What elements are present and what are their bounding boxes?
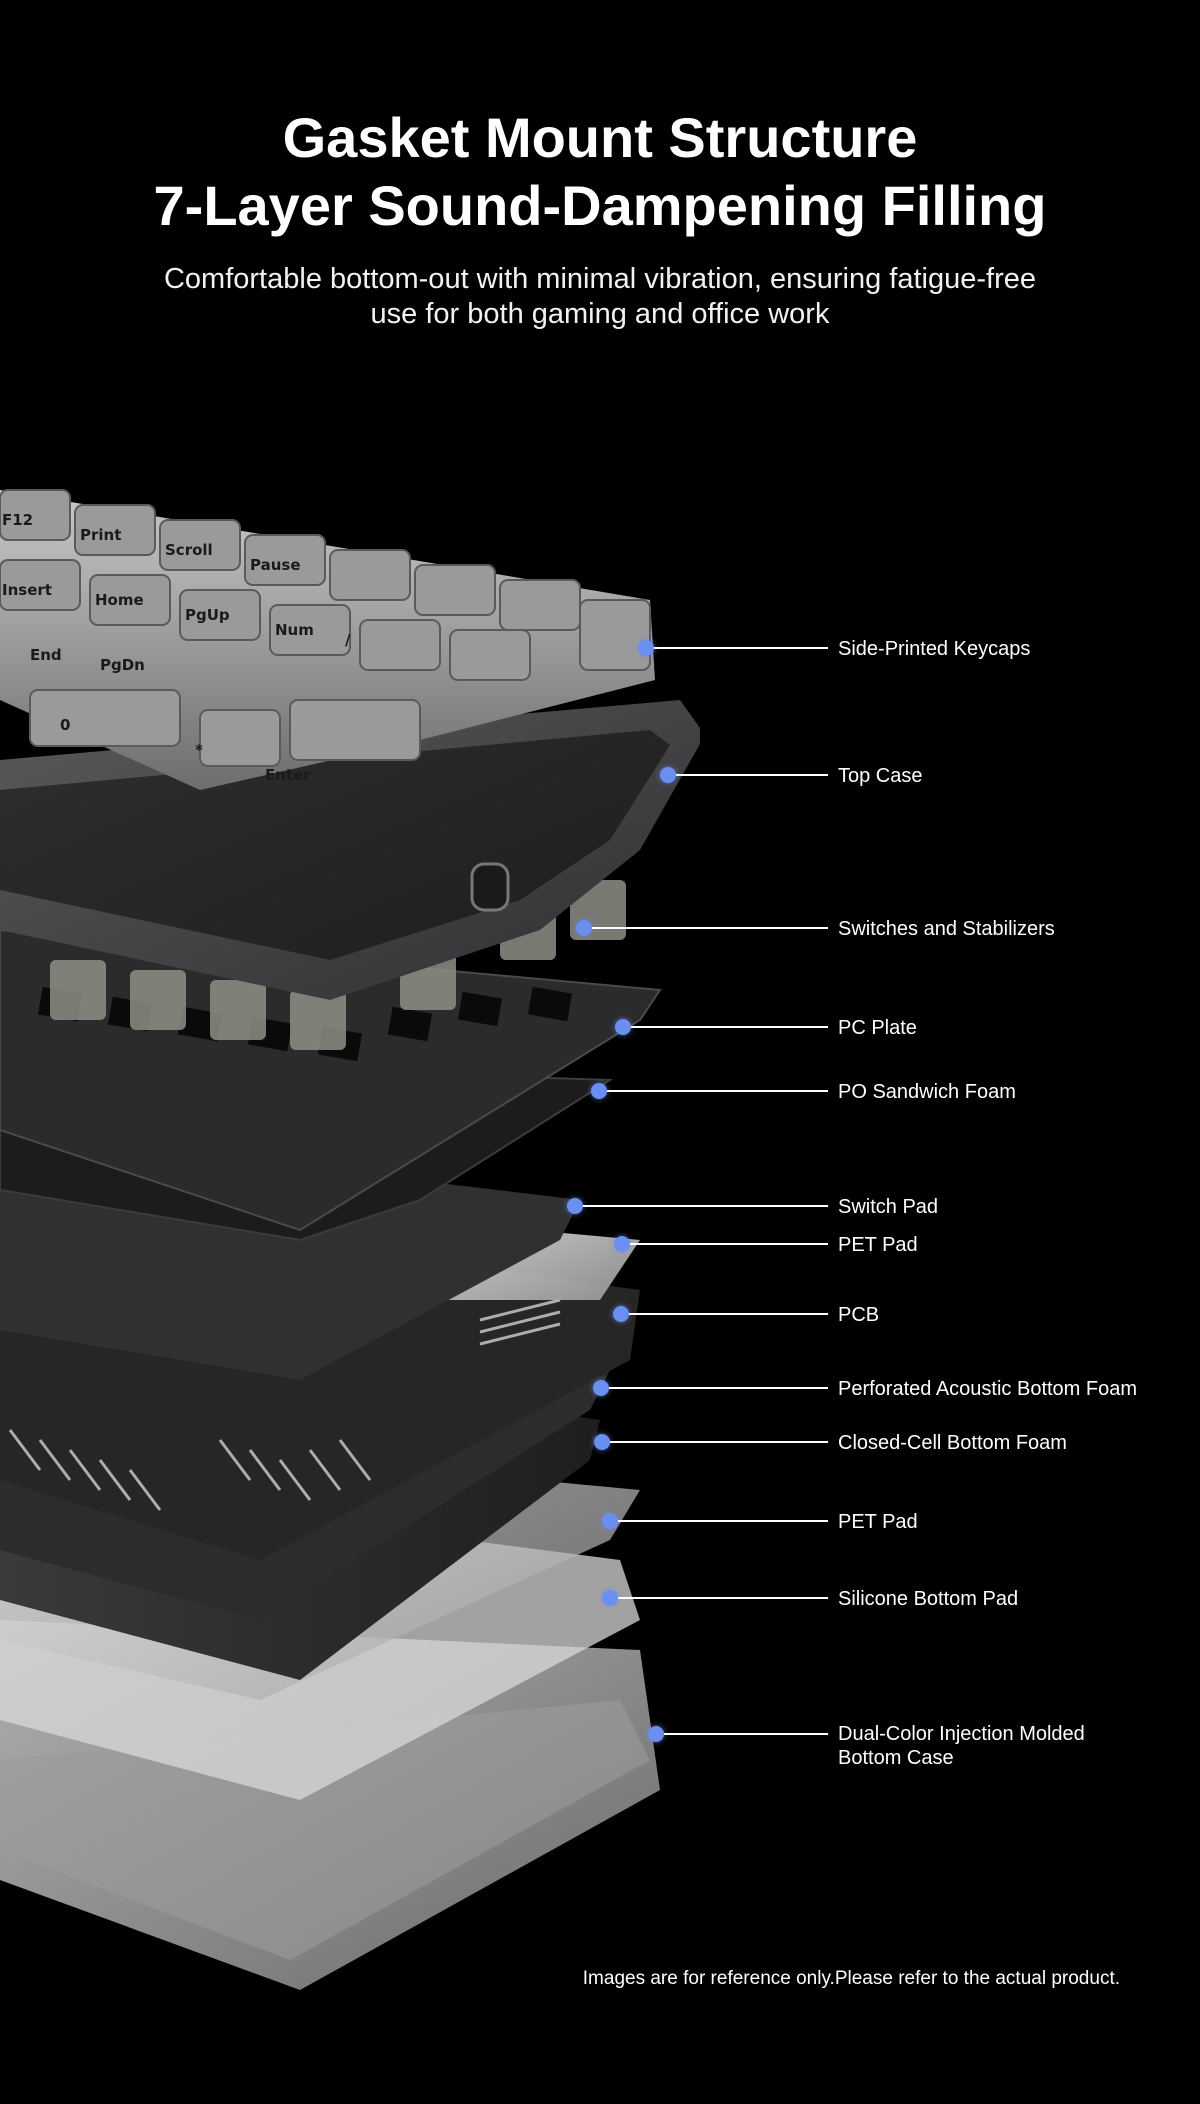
callout-line [654,647,828,649]
callout-label-line-2: Bottom Case [838,1747,954,1769]
callout-dot [593,1380,609,1396]
keycap-legend: End [30,646,62,664]
callout-line [583,1205,828,1207]
keycap-legend: Num [275,621,314,639]
keycap-legend: Home [95,591,144,609]
callout-dot [638,640,654,656]
callout-label: PET Pad [838,1511,918,1533]
callout-line [607,1090,828,1092]
callout-label: Closed-Cell Bottom Foam [838,1432,1067,1454]
callout-dot [602,1590,618,1606]
callout-label: PET Pad [838,1234,918,1256]
keycap-legend: 0 [60,716,70,734]
keycap-legend: Pause [250,556,301,574]
keycap-legend: / [345,631,351,649]
keycap-legend: * [195,741,203,759]
keycap-legend: Insert [2,581,52,599]
disclaimer-text: Images are for reference only.Please ref… [582,1968,1120,1989]
callout-dot [576,920,592,936]
callout-label: Perforated Acoustic Bottom Foam [838,1378,1138,1400]
callout-dot [594,1434,610,1450]
callout-label: Side-Printed Keycaps [838,638,1031,660]
callout-line [631,1026,828,1028]
title-line-1: Gasket Mount Structure [282,106,918,169]
callout-dot [660,767,676,783]
callout-line [629,1313,828,1315]
page-title: Gasket Mount Structure 7-Layer Sound-Dam… [0,104,1200,240]
callout-dot [591,1083,607,1099]
page-subtitle: Comfortable bottom-out with minimal vibr… [0,262,1200,332]
callout-line [592,927,828,929]
keycap-legend: PgDn [100,656,145,674]
callout-line [618,1597,828,1599]
keycap-legend: Enter [265,766,311,784]
callout-line [609,1387,828,1389]
exploded-keyboard-illustration: F12 Print Scroll Pause Insert Home PgUp … [0,489,700,1990]
subtitle-line-2: use for both gaming and office work [370,298,830,330]
keycap-legend: PgUp [185,606,230,624]
callout-label: Dual-Color Injection Molded Bottom Case [838,1722,1085,1770]
callout-label: Silicone Bottom Pad [838,1588,1019,1610]
callout-dot [648,1726,664,1742]
callout-line [630,1243,828,1245]
callout-label-line-1: Dual-Color Injection Molded [838,1723,1085,1745]
keycap-legend: Print [80,526,121,544]
keycaps-shape: F12 Print Scroll Pause Insert Home PgUp … [0,489,655,790]
title-line-2: 7-Layer Sound-Dampening Filling [153,174,1047,237]
callout-label: PC Plate [838,1017,917,1039]
callout-line [610,1441,828,1443]
callout-dot [613,1306,629,1322]
callout-dot [567,1198,583,1214]
keycap-legend: Scroll [165,541,213,559]
subtitle-line-1: Comfortable bottom-out with minimal vibr… [163,263,1036,295]
callout-line [676,774,828,776]
callout-label: PO Sandwich Foam [838,1081,1016,1103]
callout-label: Top Case [838,765,923,787]
callout-line [618,1520,828,1522]
keycap-legend: F12 [2,511,33,529]
callout-dot [614,1236,630,1252]
callout-dot [615,1019,631,1035]
callout-label: Switch Pad [838,1196,939,1218]
callout-label: PCB [838,1304,880,1326]
callout-label: Switches and Stabilizers [838,918,1055,940]
callout-line [664,1733,828,1735]
callout-dot [602,1513,618,1529]
